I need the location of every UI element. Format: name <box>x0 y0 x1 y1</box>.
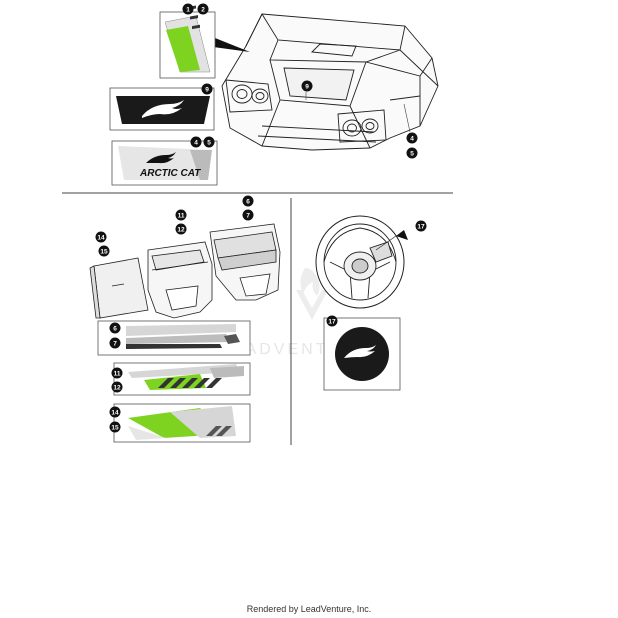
callout-14-decal: 14 <box>109 406 121 418</box>
callout-11-decal: 11 <box>111 367 123 379</box>
footer-credit: Rendered by LeadVenture, Inc. <box>246 604 372 614</box>
callout-15: 15 <box>98 245 110 257</box>
decal-14-15 <box>113 403 251 443</box>
decal-6-7 <box>97 320 251 356</box>
callout-9-hood: 9 <box>301 80 313 92</box>
emblem-pointer <box>396 230 408 240</box>
callout-17-decal: 17 <box>326 315 338 327</box>
hood-assembly <box>221 13 439 151</box>
decal-4-5: ARCTIC CAT <box>111 140 218 186</box>
svg-text:14: 14 <box>111 409 119 416</box>
panther-logo-icon <box>146 152 176 164</box>
decal-11-12 <box>113 362 251 396</box>
svg-text:6: 6 <box>246 198 250 205</box>
decal-1-2 <box>159 0 216 79</box>
svg-text:12: 12 <box>177 226 185 233</box>
svg-text:12: 12 <box>113 384 121 391</box>
callout-12-decal: 12 <box>111 381 123 393</box>
svg-text:9: 9 <box>205 86 209 93</box>
callout-6: 6 <box>242 195 254 207</box>
callout-14: 14 <box>95 231 107 243</box>
callout-17: 17 <box>415 220 427 232</box>
svg-text:11: 11 <box>178 212 185 219</box>
svg-text:15: 15 <box>111 424 119 431</box>
callouts: 1 2 9 9 4 5 4 5 6 7 11 12 14 15 6 7 11 1… <box>95 3 427 433</box>
svg-text:1: 1 <box>186 6 190 13</box>
svg-text:5: 5 <box>410 150 414 157</box>
svg-text:4: 4 <box>194 139 198 146</box>
door-panel-6-7 <box>209 223 281 301</box>
svg-text:2: 2 <box>201 6 205 13</box>
callout-7: 7 <box>242 209 254 221</box>
callout-6-decal: 6 <box>109 322 121 334</box>
svg-text:5: 5 <box>207 139 211 146</box>
svg-text:15: 15 <box>100 248 108 255</box>
svg-text:17: 17 <box>417 223 425 230</box>
decal-17 <box>323 317 401 391</box>
callout-9: 9 <box>201 83 213 95</box>
door-panel-14-15 <box>89 257 149 319</box>
pointer-arrow <box>206 36 250 52</box>
callout-7-decal: 7 <box>109 337 121 349</box>
decal-9 <box>109 87 215 131</box>
svg-text:6: 6 <box>113 325 117 332</box>
svg-text:14: 14 <box>97 234 105 241</box>
svg-text:7: 7 <box>246 212 250 219</box>
door-panel-11-12 <box>147 241 213 319</box>
svg-text:11: 11 <box>114 370 121 377</box>
callout-1: 1 <box>182 3 194 15</box>
callout-4: 4 <box>190 136 202 148</box>
callout-4-hood: 4 <box>406 132 418 144</box>
svg-text:17: 17 <box>328 318 336 325</box>
callout-5-hood: 5 <box>406 147 418 159</box>
callout-15-decal: 15 <box>109 421 121 433</box>
callout-2: 2 <box>197 3 209 15</box>
svg-text:7: 7 <box>113 340 117 347</box>
arctic-cat-logo: ARCTIC CAT <box>139 168 201 179</box>
callout-12: 12 <box>175 223 187 235</box>
panther-icon <box>142 100 184 118</box>
callout-11: 11 <box>175 209 187 221</box>
callout-5: 5 <box>203 136 215 148</box>
svg-text:9: 9 <box>305 83 309 90</box>
svg-text:4: 4 <box>410 135 414 142</box>
panther-emblem-icon <box>344 345 376 358</box>
steering-wheel <box>315 215 405 309</box>
